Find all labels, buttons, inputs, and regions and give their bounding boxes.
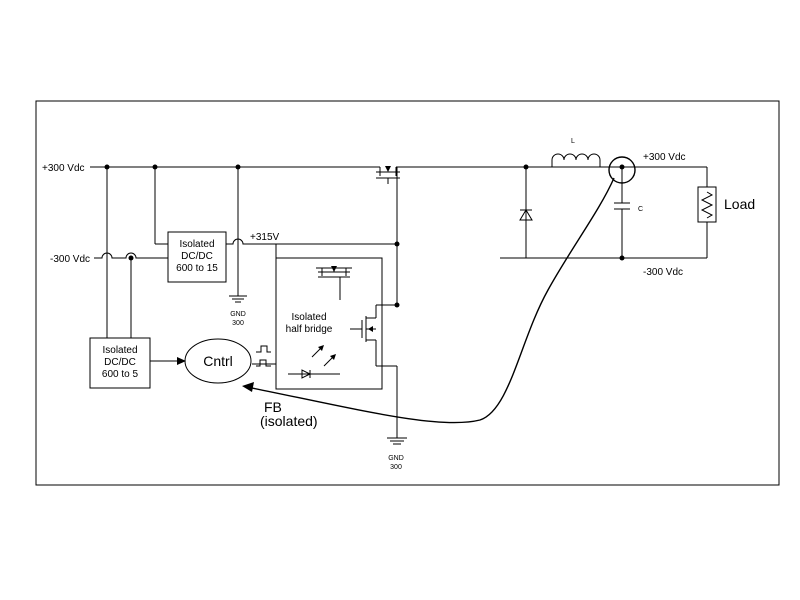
v315-label: +315V — [250, 232, 280, 243]
main-mosfet-symbol — [376, 166, 400, 184]
inductor-symbol — [548, 153, 601, 168]
gnd1-label-a: GND — [230, 311, 246, 318]
neg-rail-label-right: -300 Vdc — [643, 267, 683, 278]
dcdc-5-line1: Isolated — [102, 345, 137, 356]
feedback-label-2: (isolated) — [260, 413, 318, 429]
dcdc-15-line2: DC/DC — [181, 251, 213, 262]
ground-symbol-2 — [387, 437, 407, 445]
neg-rail-label-left: -300 Vdc — [50, 254, 90, 265]
load-resistor-symbol — [700, 191, 714, 219]
half-bridge-line2: half bridge — [286, 324, 333, 335]
feedback-wire — [251, 177, 615, 424]
pwm-waveform-icon — [256, 345, 271, 367]
feedback-arrowhead — [242, 382, 254, 392]
dcdc-15-line3: 600 to 15 — [176, 263, 218, 274]
controller-label: Cntrl — [203, 353, 233, 369]
arrow-to-controller — [177, 357, 186, 365]
gnd2-label-b: 300 — [390, 464, 402, 471]
gnd2-label-a: GND — [388, 455, 404, 462]
half-bridge-line1: Isolated — [291, 312, 326, 323]
optocoupler-arrows-icon — [311, 345, 336, 367]
inductor-label: L — [571, 138, 575, 145]
half-bridge-box — [275, 257, 383, 390]
dcdc-5-line3: 600 to 5 — [102, 369, 139, 380]
dcdc-600-to-5-box — [89, 337, 151, 389]
internal-mosfet-symbol — [316, 266, 352, 300]
v315-wire — [226, 238, 277, 258]
dcdc-600-to-15-box — [167, 231, 227, 283]
gnd1-label-b: 300 — [232, 320, 244, 327]
pos-rail-label-left: +300 Vdc — [42, 163, 85, 174]
ground-symbol-1 — [229, 295, 247, 303]
dcdc-15-line1: Isolated — [179, 239, 214, 250]
controller-ellipse — [184, 338, 252, 384]
pos-rail-label-right: +300 Vdc — [643, 152, 686, 163]
internal-driver-mosfet — [350, 305, 377, 366]
freewheel-diode-symbol — [519, 209, 533, 221]
neg-rail-wire-left — [94, 252, 168, 259]
capacitor-label: C — [638, 206, 643, 213]
dcdc-5-line2: DC/DC — [104, 357, 136, 368]
diagram-frame — [35, 100, 780, 486]
capacitor-symbol — [614, 202, 630, 210]
load-label: Load — [724, 196, 755, 212]
internal-diode-symbol — [288, 369, 340, 379]
feedback-label-1: FB — [264, 399, 282, 415]
